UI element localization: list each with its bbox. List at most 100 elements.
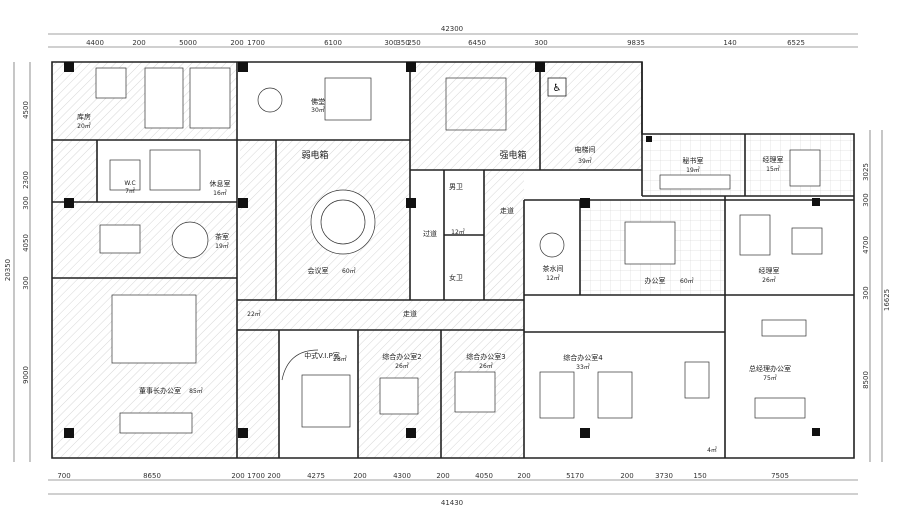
right-dim: 300 [862, 193, 870, 206]
room-area: 19㎡ [686, 166, 700, 174]
room-name: 茶室 [215, 232, 229, 241]
top-dim: 5000 [179, 39, 197, 47]
room-name: 中式V.I.P室 [304, 351, 340, 360]
left-dim: 4050 [22, 234, 30, 252]
bottom-total-dim: 41430 [441, 499, 463, 507]
top-dim: 6525 [787, 39, 805, 47]
top-dim: 250 [407, 39, 420, 47]
room-area: 7㎡ [125, 187, 135, 195]
room-name: 男卫 [449, 183, 463, 191]
room-area: 28㎡ [333, 355, 347, 363]
bottom-dim: 5170 [566, 472, 584, 480]
room-name: 经理室 [763, 155, 784, 164]
room-name: 秘书室 [683, 156, 704, 165]
bottom-dim: 3730 [655, 472, 673, 480]
room-area: 33㎡ [576, 363, 590, 371]
top-dimensions: 4400 200 5000 200 1700 6100 300 350 250 … [86, 39, 805, 47]
right-total-dim: 16625 [883, 289, 891, 311]
bottom-dim: 4050 [475, 472, 493, 480]
room-labels: 库房 20㎡ 佛堂 30㎡ 弱电箱 强电箱 电梯间 39㎡ 秘书室 19㎡ 经理… [77, 97, 791, 454]
bottom-dim: 700 [57, 472, 70, 480]
room-name: 休息室 [210, 179, 231, 188]
bottom-dim: 200 [620, 472, 633, 480]
room-name: 过道 [423, 229, 437, 238]
room-name: 综合办公室3 [466, 352, 505, 361]
bottom-dim: 8650 [143, 472, 161, 480]
room-name: 会议室 [308, 266, 329, 275]
room-name: 强电箱 [499, 149, 526, 161]
bottom-dim: 7505 [771, 472, 789, 480]
top-dim: 300 [534, 39, 547, 47]
room-area: 15㎡ [766, 165, 780, 173]
room-area: 12㎡ [546, 274, 560, 282]
top-dim: 6100 [324, 39, 342, 47]
room-area: 16㎡ [213, 189, 227, 197]
top-total-dim: 42300 [441, 25, 463, 33]
left-dimensions: 4500 2300 300 4050 300 9000 [22, 101, 30, 384]
top-dim: 9835 [627, 39, 645, 47]
room-name: 办公室 [645, 276, 666, 285]
room-area: 12㎡ [451, 228, 465, 236]
right-dimensions: 3025 300 4700 300 8500 [862, 163, 870, 389]
top-dim: 200 [132, 39, 145, 47]
room-area: 39㎡ [578, 157, 592, 165]
left-dim: 4500 [22, 101, 30, 119]
room-area: 22㎡ [247, 310, 261, 318]
bottom-dim: 150 [693, 472, 706, 480]
bottom-dim: 200 [436, 472, 449, 480]
room-name: 董事长办公室 [139, 386, 181, 395]
furniture [95, 67, 823, 434]
top-dim: 140 [723, 39, 736, 47]
left-dim: 9000 [22, 366, 30, 384]
room-name: 经理室 [759, 266, 780, 275]
left-total-dim: 20350 [4, 259, 12, 281]
left-dim: 2300 [22, 171, 30, 189]
room-name: 佛堂 [311, 97, 325, 106]
bottom-dim: 200 [231, 472, 244, 480]
bottom-dim: 200 [517, 472, 530, 480]
room-area: 19㎡ [215, 242, 229, 250]
room-name: 茶水间 [543, 264, 564, 273]
room-area: 4㎡ [707, 446, 717, 454]
bottom-dim: 4275 [307, 472, 325, 480]
wheelchair-icon: ♿ [547, 77, 567, 97]
bottom-dim: 4300 [393, 472, 411, 480]
room-area: 30㎡ [311, 106, 325, 114]
walls [51, 61, 855, 459]
room-area: 26㎡ [762, 276, 776, 284]
room-name: 总经理办公室 [749, 364, 791, 373]
room-name: 电梯间 [575, 145, 596, 154]
room-name: 女卫 [449, 273, 463, 282]
right-dim: 8500 [862, 371, 870, 389]
room-area: 85㎡ [189, 387, 203, 395]
room-name: 弱电箱 [301, 149, 328, 161]
top-dim: 300 [384, 39, 397, 47]
room-name: 库房 [77, 112, 91, 121]
bottom-dim: 200 [267, 472, 280, 480]
svg-text:♿: ♿ [553, 83, 562, 94]
room-name: 走道 [500, 206, 514, 215]
bottom-dim: 200 [353, 472, 366, 480]
top-dim: 1700 [247, 39, 265, 47]
right-dim: 300 [862, 286, 870, 299]
room-name: W.C [124, 180, 135, 187]
room-area: 20㎡ [77, 122, 91, 130]
room-area: 60㎡ [680, 277, 694, 285]
room-area: 26㎡ [395, 362, 409, 370]
room-name: 综合办公室2 [382, 352, 421, 361]
room-area: 26㎡ [479, 362, 493, 370]
top-dim: 350 [396, 39, 409, 47]
bottom-dim: 1700 [247, 472, 265, 480]
right-dim: 4700 [862, 236, 870, 254]
room-area: 60㎡ [342, 267, 356, 275]
structural-columns [64, 62, 820, 438]
bottom-dimensions: 700 8650 200 1700 200 4275 200 4300 200 … [57, 472, 789, 480]
top-dim: 6450 [468, 39, 486, 47]
right-dim: 3025 [862, 163, 870, 181]
left-dim: 300 [22, 196, 30, 209]
room-area: 75㎡ [763, 374, 777, 382]
room-name: 综合办公室4 [563, 353, 603, 362]
top-dim: 4400 [86, 39, 104, 47]
top-dim: 200 [230, 39, 243, 47]
